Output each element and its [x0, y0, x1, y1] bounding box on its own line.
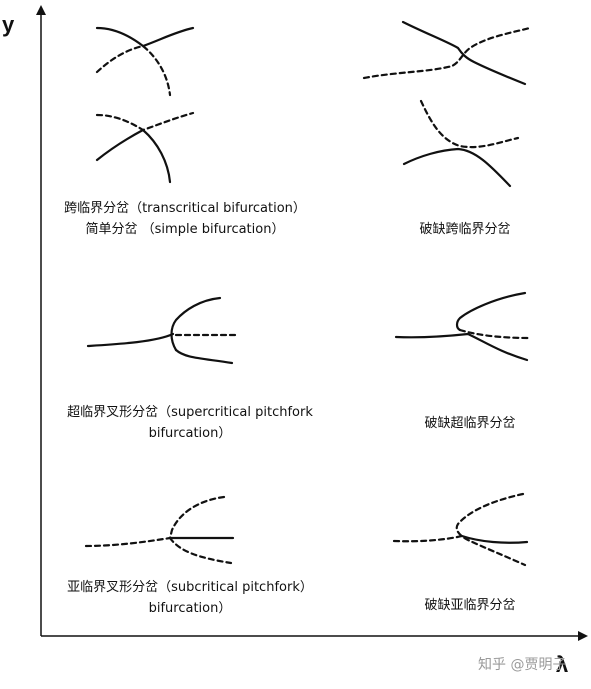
stable-upper-branch — [455, 291, 527, 332]
stable-branch — [401, 20, 527, 86]
transcritical-plot-lower — [95, 111, 195, 184]
unstable-upper-branch — [455, 492, 527, 567]
unstable-branch — [419, 99, 520, 149]
caption-line: 跨临界分岔（transcritical bifurcation） — [64, 201, 306, 216]
transcritical-plot-upper — [95, 26, 195, 97]
watermark: 知乎 @贾明子 — [478, 657, 567, 673]
unstable-branch — [362, 26, 532, 80]
unstable-upper-branch — [168, 495, 226, 540]
imperfect-supercritical-plot — [394, 291, 532, 362]
stable-branch — [460, 534, 529, 544]
stable-trivial-branch — [86, 332, 175, 348]
stable-branch — [95, 128, 172, 184]
supercritical-pitchfork-plot — [86, 296, 238, 365]
caption-imperfect-transcritical: 破缺跨临界分岔 — [390, 219, 540, 240]
subcritical-pitchfork-plot — [84, 495, 235, 565]
caption-line: 亚临界叉形分岔（subcritical pitchfork） — [67, 580, 313, 595]
caption-transcritical: 跨临界分岔（transcritical bifurcation） 简单分岔 （s… — [45, 198, 325, 240]
stable-lower-branch — [394, 332, 529, 362]
stable-branch — [95, 26, 195, 48]
caption-line: 破缺超临界分岔 — [424, 416, 516, 431]
caption-imperfect-subcritical: 破缺亚临界分岔 — [395, 595, 545, 616]
unstable-lower-branch — [168, 536, 233, 565]
unstable-branch — [95, 111, 195, 132]
caption-subcritical-pitchfork: 亚临界叉形分岔（subcritical pitchfork） bifurcati… — [45, 577, 335, 619]
unstable-branch — [95, 44, 172, 97]
stable-upper-branch — [170, 296, 222, 352]
unstable-trivial-branch — [84, 536, 172, 548]
caption-line: 简单分岔 （simple bifurcation） — [85, 222, 285, 237]
caption-line: 破缺亚临界分岔 — [424, 598, 516, 613]
unstable-lower-branch — [392, 534, 464, 543]
caption-line: 超临界叉形分岔（supercritical pitchfork — [67, 405, 313, 420]
caption-supercritical-pitchfork: 超临界叉形分岔（supercritical pitchfork bifurcat… — [45, 402, 335, 444]
caption-line: 破缺跨临界分岔 — [419, 222, 511, 237]
x-axis-label: λ — [556, 652, 569, 677]
caption-imperfect-supercritical: 破缺超临界分岔 — [395, 413, 545, 434]
caption-line: bifurcation） — [148, 426, 232, 441]
unstable-branch — [458, 328, 532, 340]
caption-line: bifurcation） — [148, 601, 232, 616]
imperfect-transcritical-plot-lower — [402, 99, 520, 188]
stable-lower-branch — [174, 348, 234, 365]
imperfect-subcritical-plot — [392, 492, 529, 567]
imperfect-transcritical-plot-upper — [362, 20, 532, 86]
stable-branch — [402, 147, 512, 188]
y-axis-label: y — [2, 12, 15, 37]
